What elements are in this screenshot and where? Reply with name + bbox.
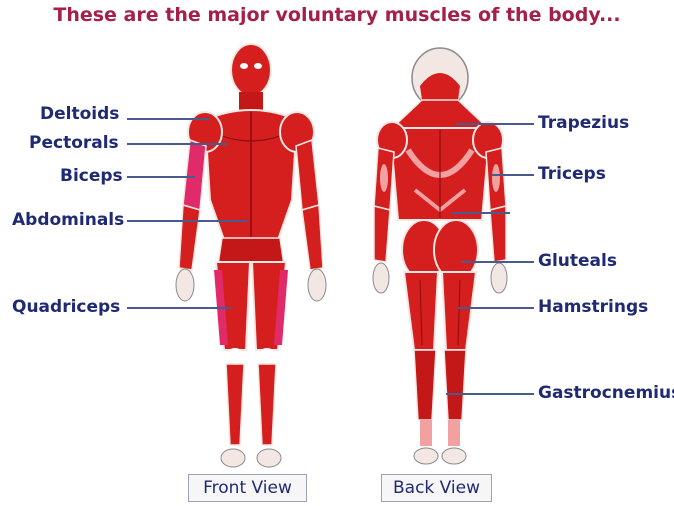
leader-extra (452, 212, 510, 214)
leader-triceps (492, 174, 534, 176)
label-gastrocnemius: Gastrocnemius (538, 383, 674, 403)
label-biceps: Biceps (60, 166, 123, 186)
label-deltoids: Deltoids (40, 104, 119, 124)
label-trapezius: Trapezius (538, 113, 629, 133)
leader-gastrocnemius (446, 393, 534, 395)
label-triceps: Triceps (538, 164, 606, 184)
front-body-figure (176, 44, 326, 467)
leader-abdominals (127, 220, 247, 222)
label-quadriceps: Quadriceps (12, 297, 120, 317)
leader-pectorals (127, 143, 227, 145)
back-body-figure (373, 48, 507, 464)
leader-gluteals (462, 261, 534, 263)
leader-biceps (127, 176, 195, 178)
label-pectorals: Pectorals (29, 133, 119, 153)
leader-quadriceps (127, 307, 232, 309)
leader-hamstrings (458, 307, 534, 309)
front-view-button[interactable]: Front View (188, 474, 307, 502)
leader-trapezius (456, 123, 534, 125)
label-hamstrings: Hamstrings (538, 297, 648, 317)
label-abdominals: Abdominals (12, 210, 124, 230)
label-gluteals: Gluteals (538, 251, 617, 271)
back-view-button[interactable]: Back View (381, 474, 492, 502)
leader-deltoids (127, 118, 209, 120)
